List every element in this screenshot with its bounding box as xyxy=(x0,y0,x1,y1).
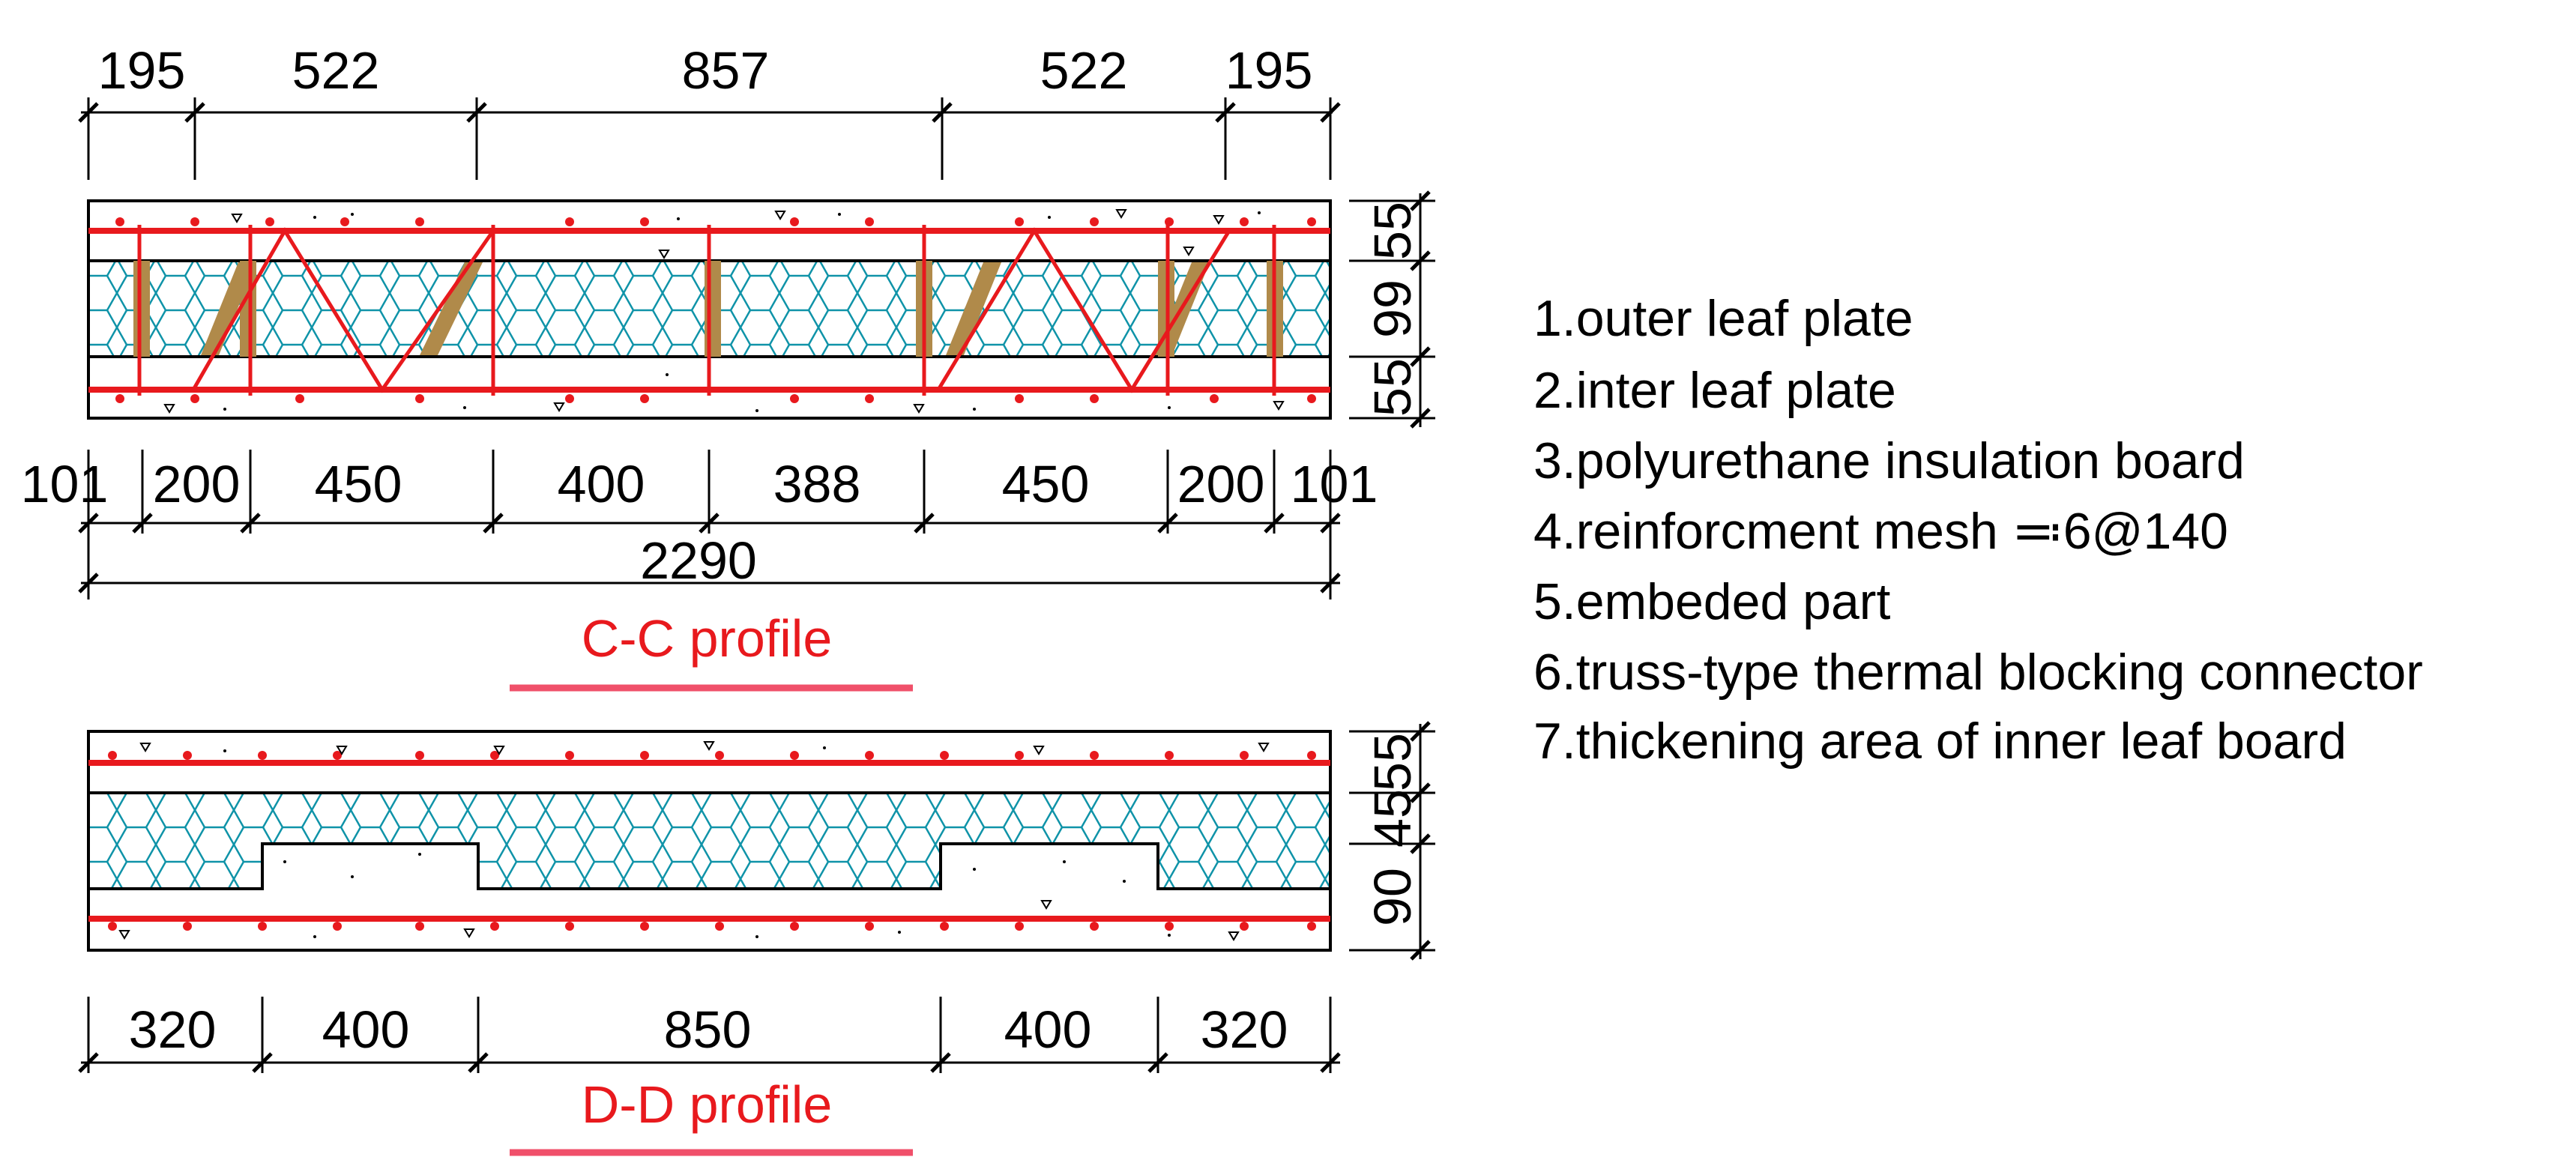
cc-bottom-dim-7: 200 xyxy=(1177,455,1265,513)
legend-item-embedded-part: 5.embeded part xyxy=(1533,573,1890,630)
cc-side-dim-1: 55 xyxy=(1363,202,1422,260)
dd-bottom-dim-2: 400 xyxy=(322,1000,410,1059)
cc-profile-title: C-C profile xyxy=(582,609,833,668)
dd-reinforcement xyxy=(88,751,1330,931)
cc-top-dimension-line xyxy=(78,97,1341,180)
cc-bottom-dim-1: 101 xyxy=(21,455,109,513)
dd-insulation-board xyxy=(88,793,1330,889)
dd-bottom-dim-1: 320 xyxy=(129,1000,217,1059)
dd-thickening-area-outline xyxy=(88,842,1330,890)
dd-side-dim-1: 55 xyxy=(1363,733,1422,791)
legend-item-truss-connector: 6.truss-type thermal blocking connector xyxy=(1533,644,2423,701)
cc-bottom-dim-5: 388 xyxy=(773,455,861,513)
dd-side-dim-3: 90 xyxy=(1363,868,1422,926)
legend-item-outer-leaf-plate: 1.outer leaf plate xyxy=(1533,290,1913,347)
cc-bottom-dimension-line xyxy=(78,450,1341,534)
dd-panel xyxy=(87,730,1332,952)
cc-total-dimension-line xyxy=(78,534,1341,599)
cc-bottom-dim-3: 450 xyxy=(315,455,402,513)
cc-bottom-dim-2: 200 xyxy=(153,455,241,513)
cc-top-dim-5: 195 xyxy=(1225,41,1313,100)
cc-profile: 195 522 857 522 195 xyxy=(21,41,1435,692)
cc-panel xyxy=(87,199,1332,420)
cc-top-dim-1: 195 xyxy=(98,41,186,100)
dd-bottom-dimension-line xyxy=(78,997,1341,1073)
cc-truss-connectors xyxy=(191,227,1231,393)
legend-item-thickening-area: 7.thickening area of inner leaf board xyxy=(1533,713,2347,770)
cc-side-dim-3: 55 xyxy=(1363,358,1422,417)
cc-bottom-dim-6: 450 xyxy=(1002,455,1090,513)
dd-side-dim-2: 45 xyxy=(1363,789,1422,848)
cc-side-dim-2: 99 xyxy=(1363,280,1422,338)
dd-profile: 55 45 90 320 400 850 400 320 D-D profile xyxy=(78,721,1435,1156)
dd-bottom-dim-5: 320 xyxy=(1201,1000,1288,1059)
cc-top-dim-4: 522 xyxy=(1040,41,1128,100)
cc-total-dim: 2290 xyxy=(640,531,757,590)
legend-item-reinforcement-mesh: 4.reinforcment mesh ≕6@140 xyxy=(1533,503,2228,560)
cc-bottom-dim-8: 101 xyxy=(1291,455,1378,513)
dd-profile-title: D-D profile xyxy=(582,1075,833,1134)
dd-bottom-dim-4: 400 xyxy=(1004,1000,1092,1059)
cc-aggregate-marks xyxy=(163,209,1285,414)
dd-aggregate-marks xyxy=(118,741,1270,941)
legend-item-inter-leaf-plate: 2.inter leaf plate xyxy=(1533,362,1896,419)
cc-reinforcement xyxy=(88,217,1330,403)
dd-bottom-dim-3: 850 xyxy=(664,1000,752,1059)
dd-side-dimension-line xyxy=(1349,721,1435,961)
legend-item-insulation-board: 3.polyurethane insulation board xyxy=(1533,432,2245,489)
cc-bottom-dim-4: 400 xyxy=(558,455,645,513)
cc-top-dim-2: 522 xyxy=(292,41,380,100)
cc-side-dimension-line xyxy=(1349,190,1435,429)
cc-top-dim-3: 857 xyxy=(682,41,770,100)
legend: 1.outer leaf plate 2.inter leaf plate 3.… xyxy=(1533,290,2423,770)
